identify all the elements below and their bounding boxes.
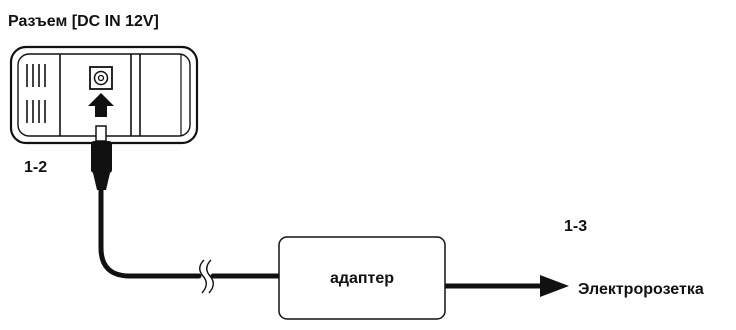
adapter-label: адаптер [330, 270, 394, 287]
cable-break-mark [199, 259, 214, 294]
dc-plug [91, 125, 112, 190]
outlet-label: Электророзетка [578, 281, 704, 298]
device-panel [9, 45, 199, 145]
step-1-3-label: 1-3 [564, 218, 588, 235]
ac-adapter: адаптер [278, 236, 446, 320]
step-1-2-label: 1-2 [24, 159, 48, 176]
dc-in-jack [89, 66, 113, 90]
vent-slots [26, 64, 46, 123]
power-cable [98, 187, 202, 279]
connector-label: Разъем [DC IN 12V] [8, 13, 159, 30]
insert-arrow-icon [88, 93, 114, 117]
outlet-arrow-icon [540, 275, 569, 297]
